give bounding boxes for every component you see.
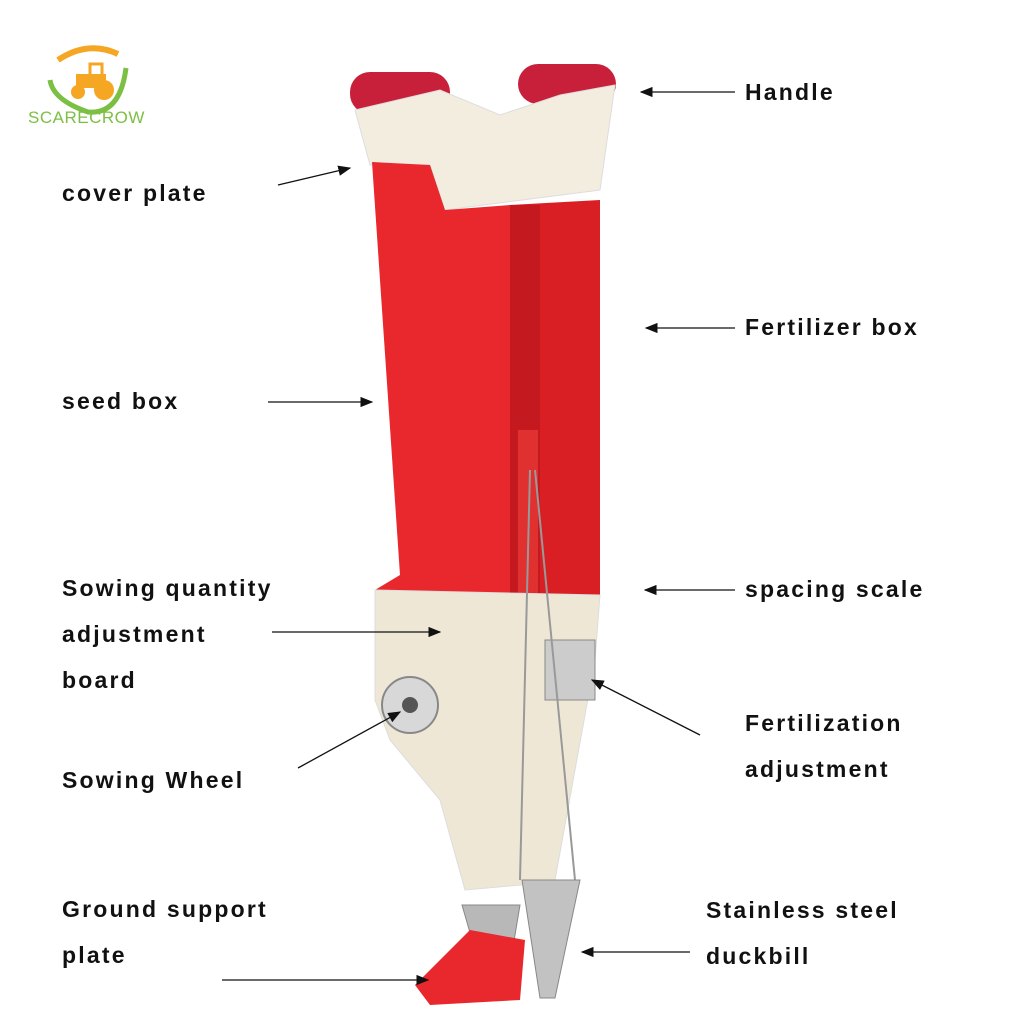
label-spacing-scale: spacing scale (745, 576, 925, 602)
label-duckbill: Stainless steel duckbill (706, 887, 899, 979)
arrow-fertilization-adjustment (590, 679, 701, 736)
label-handle: Handle (745, 79, 835, 105)
logo-brand-text: SCARECROW (28, 108, 145, 127)
label-ground-support-plate: Ground support plate (62, 886, 268, 978)
label-fertilization-adjustment: Fertilization adjustment (745, 700, 903, 792)
label-line: Ground support (62, 896, 268, 922)
label-line: Stainless steel (706, 897, 899, 923)
duckbill-right (521, 879, 581, 999)
seed-box (372, 162, 510, 610)
lower-housing (374, 589, 601, 891)
label-fertilizer-box: Fertilizer box (745, 314, 919, 340)
label-sowing-wheel: Sowing Wheel (62, 767, 245, 793)
arrow-cover-plate (277, 165, 352, 186)
label-line: duckbill (706, 943, 811, 969)
label-line: adjustment (745, 756, 890, 782)
label-line: board (62, 667, 137, 693)
label-line: plate (62, 942, 127, 968)
label-line: Sowing quantity (62, 575, 273, 601)
label-line: adjustment (62, 621, 207, 647)
label-sowing-quantity: Sowing quantity adjustment board (62, 565, 273, 703)
scarecrow-logo (28, 40, 153, 130)
arrow-sowing-wheel (297, 711, 402, 769)
label-seed-box: seed box (62, 388, 180, 414)
ground-support-plate (415, 930, 525, 1005)
label-line: Fertilization (745, 710, 903, 736)
tractor-logo-icon (47, 45, 129, 115)
label-cover-plate: cover plate (62, 180, 208, 206)
